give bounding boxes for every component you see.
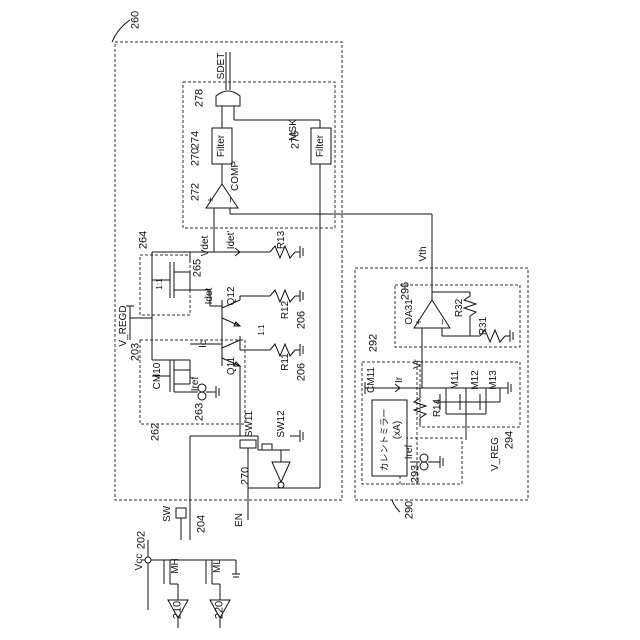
label-idet-prime: Idet' — [227, 231, 237, 250]
label-vr: Vr — [413, 359, 423, 369]
ref-272: 272 — [191, 183, 202, 201]
label-en: EN — [235, 513, 245, 527]
ref-274: 274 — [191, 131, 202, 149]
label-plus-comp: + — [207, 197, 217, 203]
ref-270-sw: 270 — [241, 467, 252, 485]
ref-263: 263 — [195, 403, 206, 421]
label-vcc: Vcc — [135, 554, 145, 571]
label-r31: R31 — [479, 317, 489, 335]
label-m13: M13 — [489, 370, 499, 389]
ref-292: 292 — [369, 334, 380, 352]
label-ml: ML — [213, 559, 223, 573]
label-r14: R14 — [433, 399, 443, 417]
label-sw11: SW11 — [245, 411, 255, 438]
label-cm11: CM11 — [367, 367, 377, 393]
label-ir: Ir — [395, 377, 405, 383]
label-sdet: SDET — [217, 53, 227, 80]
ref-278: 278 — [195, 89, 206, 107]
ref-262: 262 — [151, 423, 162, 441]
label-comp: COMP — [231, 161, 241, 191]
label-filter-276: Filter — [316, 135, 326, 157]
label-idet: Idet — [205, 288, 215, 305]
label-iref-2: Iref — [405, 445, 415, 459]
label-r32: R32 — [455, 299, 465, 317]
label-filter-274: Filter — [217, 135, 227, 157]
label-ratio-1: 1:1 — [156, 278, 164, 289]
label-q11: Q11 — [227, 357, 237, 375]
label-sw12: SW12 — [277, 410, 287, 437]
label-minus-oa: − — [439, 319, 449, 325]
label-r13: R13 — [277, 231, 287, 249]
label-mh: MH — [171, 558, 181, 574]
label-q12: Q12 — [227, 287, 237, 306]
label-current-mirror: カレントミラー — [382, 408, 391, 471]
ref-264: 264 — [139, 231, 150, 249]
ref-206-a: 206 — [297, 311, 308, 329]
label-vreg-1: V_REGD — [119, 305, 129, 346]
label-vdet: Vdet — [201, 236, 211, 257]
label-plus-oa: + — [415, 319, 425, 325]
ref-296: 296 — [401, 282, 412, 300]
label-minus-comp: − — [227, 197, 237, 203]
label-ic: Ic — [199, 340, 209, 348]
label-r11: R11 — [281, 353, 291, 371]
ref-294: 294 — [505, 431, 516, 449]
ref-265: 265 — [193, 259, 204, 277]
label-sw: SW — [163, 506, 173, 522]
label-vreg-2: V_REG — [491, 437, 501, 471]
ref-290: 290 — [405, 501, 416, 519]
label-xa: (xA) — [393, 421, 403, 439]
ref-270-block: 270 — [191, 148, 202, 166]
ref-206-b: 206 — [297, 363, 308, 381]
ref-204: 204 — [197, 515, 208, 533]
ref-202: 202 — [137, 531, 148, 549]
ref-210: 210 — [173, 601, 184, 619]
label-vth: Vth — [419, 246, 429, 261]
label-r12: R12 — [281, 301, 291, 319]
ref-293: 293 — [411, 465, 422, 483]
label-msk: MSK — [289, 119, 299, 141]
label-m11: M11 — [451, 371, 461, 390]
ref-260: 260 — [131, 11, 142, 29]
label-m12: M12 — [471, 370, 481, 389]
label-iref-1: Iref — [191, 377, 201, 391]
label-cm10: CM10 — [153, 363, 163, 390]
ref-220: 220 — [215, 601, 226, 619]
ref-203: 203 — [131, 343, 142, 361]
label-ratio-2: 1:1 — [258, 324, 266, 335]
